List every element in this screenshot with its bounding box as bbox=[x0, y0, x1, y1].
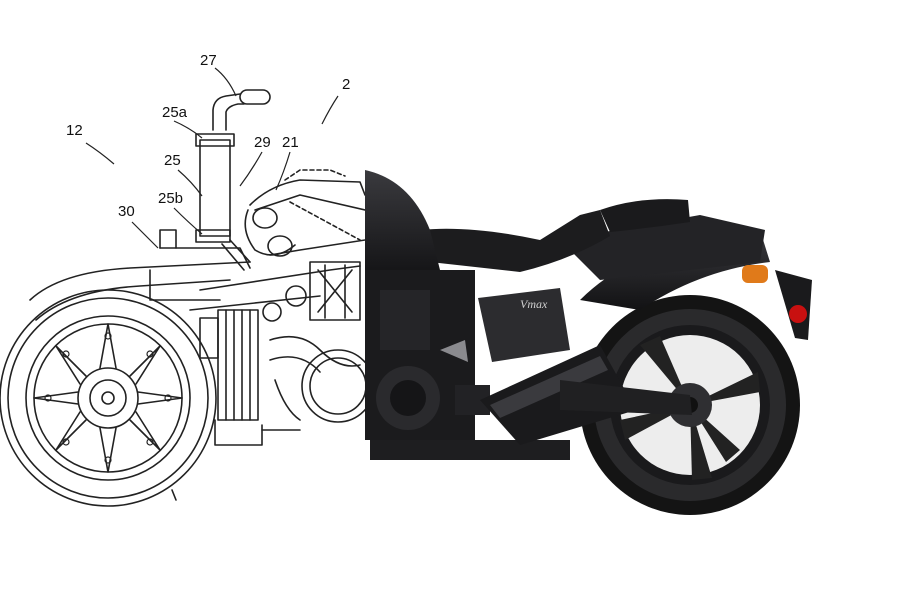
leader-lines bbox=[85, 67, 339, 249]
engine-drawing bbox=[199, 261, 365, 423]
passenger-seat bbox=[600, 199, 690, 232]
callout-25: 25 bbox=[164, 152, 181, 169]
exhaust-highlight bbox=[490, 356, 608, 418]
callout-30: 30 bbox=[118, 203, 135, 220]
swingarm bbox=[560, 380, 692, 415]
callout-2: 2 bbox=[342, 76, 350, 93]
callout-21: 21 bbox=[282, 134, 299, 151]
callout-labels: 27 2 25a 12 25 29 21 25b 30 bbox=[66, 52, 350, 220]
side-panel bbox=[478, 288, 570, 362]
front-wheel-drawing bbox=[0, 289, 217, 507]
wheel-spokes bbox=[33, 323, 183, 473]
steering-column-drawing bbox=[195, 89, 271, 271]
callout-12: 12 bbox=[66, 122, 83, 139]
brake-disc-holes bbox=[44, 332, 172, 464]
frame-drawing bbox=[29, 229, 361, 446]
patent-drawing bbox=[0, 89, 365, 507]
rider-seat bbox=[420, 210, 610, 272]
turn-indicator bbox=[742, 265, 768, 283]
engine-block bbox=[365, 270, 570, 460]
fuel-tank bbox=[365, 170, 440, 280]
callout-25b: 25b bbox=[158, 190, 183, 207]
vmax-badge: Vmax bbox=[520, 297, 548, 311]
plate-bracket bbox=[775, 270, 812, 340]
callout-25a: 25a bbox=[162, 104, 188, 121]
tail-light bbox=[789, 305, 807, 323]
cowl-drawing bbox=[244, 169, 365, 257]
callout-27: 27 bbox=[200, 52, 217, 69]
motorcycle-photo: Vmax bbox=[365, 170, 812, 515]
callout-29: 29 bbox=[254, 134, 271, 151]
